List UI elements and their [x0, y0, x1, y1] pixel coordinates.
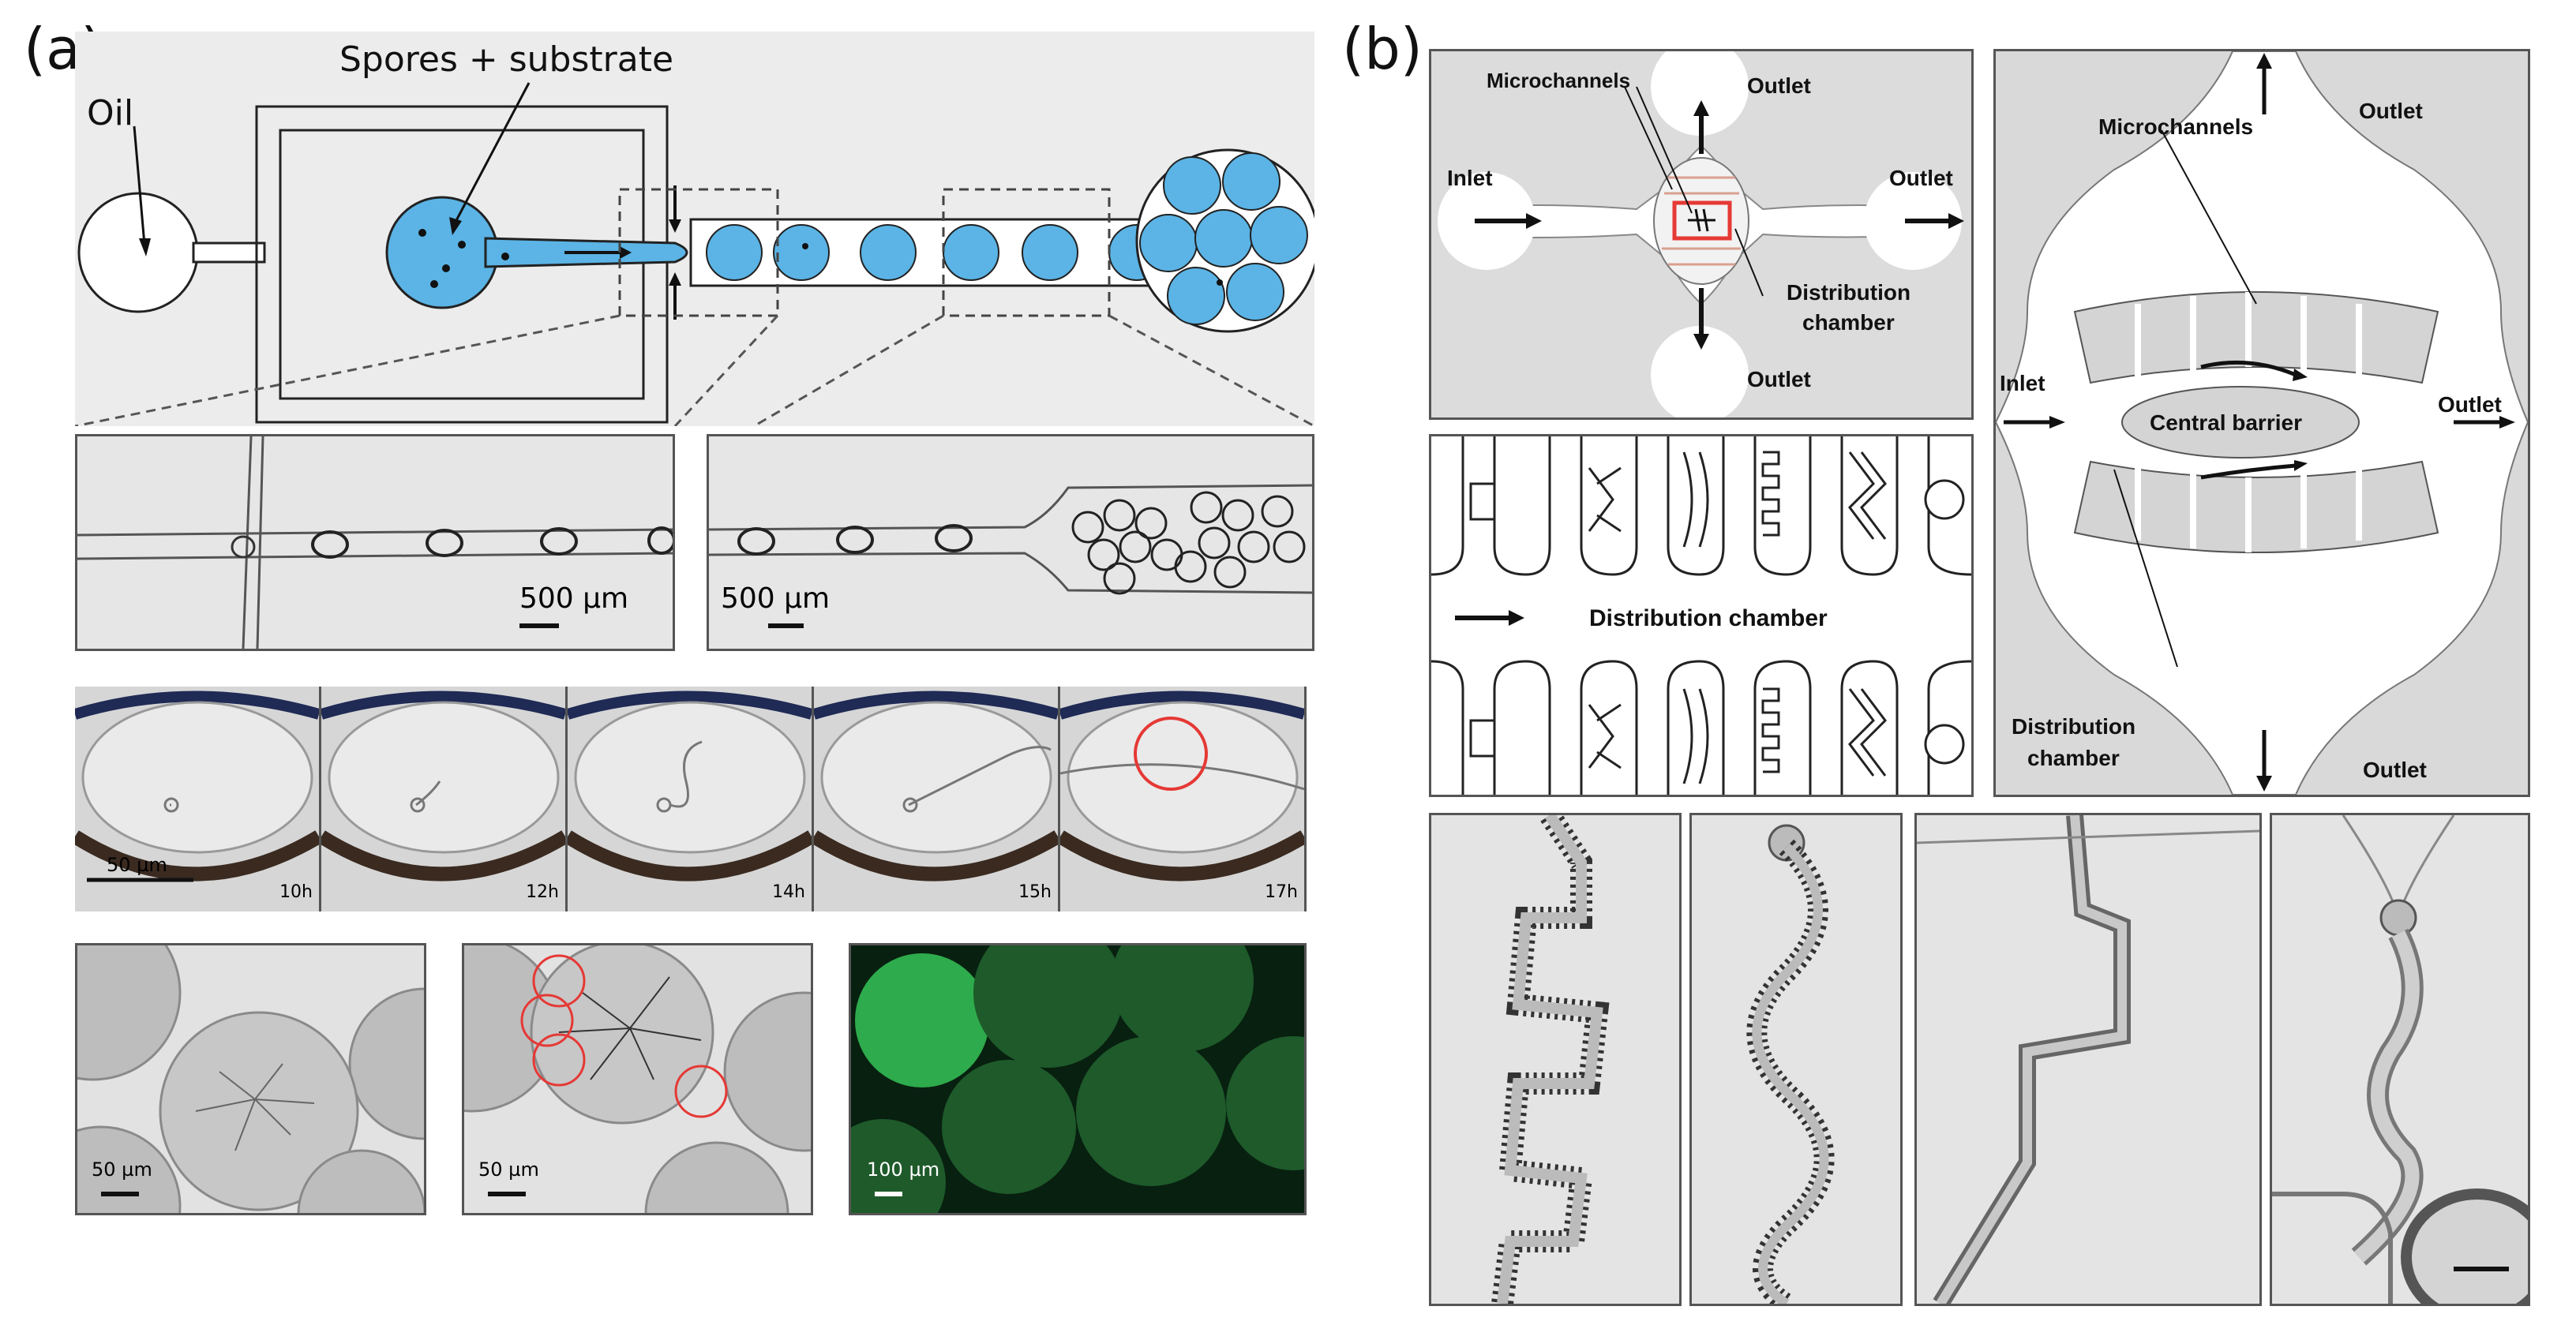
detail-microchannels-label: Microchannels	[2098, 114, 2254, 139]
bottom-micrograph-1-drawing	[5, 904, 501, 1286]
timelapse-time-label: 15h	[1018, 882, 1052, 902]
timelapse-frame-drawing	[317, 687, 569, 911]
b-micrograph-3	[1914, 813, 2262, 1308]
zoom-left-scale-label: 500 µm	[519, 582, 629, 615]
spores-substrate-label: Spores + substrate	[339, 39, 674, 80]
timelapse-frame-drawing	[71, 687, 323, 911]
detail-distribution-label-2: chamber	[2027, 746, 2120, 770]
timelapse-time-label: 14h	[772, 882, 805, 902]
chip-overview-drawing	[1438, 38, 1964, 424]
b-micrograph-1	[1429, 809, 1682, 1306]
panel-b-label: (b)	[1342, 16, 1423, 82]
timelapse-strip: 10h 12h 14h 15h 17h 50 µm	[71, 687, 1308, 911]
bottom-fluorescence-drawing	[819, 910, 1360, 1245]
channel-designs: Distribution chamber	[1429, 434, 1974, 797]
b-micrograph-3-drawing	[1916, 814, 2260, 1308]
timelapse-frame: 12h	[317, 687, 569, 911]
zoom-micrograph-junction: 500 µm	[0, 381, 676, 651]
timelapse-frame-drawing	[810, 687, 1062, 911]
detail-outlet-right-label: Outlet	[2438, 392, 2502, 417]
zoom-junction-drawing	[0, 381, 676, 649]
detail-inlet-label: Inlet	[2000, 371, 2045, 395]
b-micrograph-4-drawing	[2272, 814, 2554, 1326]
oil-label: Oil	[87, 93, 134, 133]
chip-detail-drawing	[1994, 51, 2529, 795]
timelapse-frame: 10h	[71, 687, 323, 911]
zoom-right-scale-label: 500 µm	[721, 582, 831, 615]
b-micrograph-2-drawing	[1692, 815, 1900, 1312]
b-micrograph-2	[1689, 813, 1903, 1312]
distribution-chamber-label: Distribution chamber	[1589, 605, 1828, 631]
bottom-micrograph-2: 50 µm	[384, 936, 884, 1286]
timelapse-time-label: 12h	[526, 882, 559, 902]
detail-outlet-top-label: Outlet	[2359, 99, 2423, 123]
b-micrograph-1-drawing	[1431, 809, 1679, 1305]
timelapse-frame: 15h	[810, 687, 1062, 911]
zoom-micrograph-collection: 500 µm	[630, 381, 1314, 651]
chip-detail: Microchannels Outlet Inlet Outlet Centra…	[1993, 49, 2530, 797]
detail-outlet-bottom-label: Outlet	[2363, 758, 2427, 782]
timelapse-frame-drawing	[564, 687, 816, 911]
timelapse-frame: 14h	[564, 687, 816, 911]
zoom-collection-drawing	[630, 381, 1313, 649]
timelapse-frame-drawing	[1056, 687, 1308, 911]
overview-outlet-top-label: Outlet	[1747, 73, 1811, 98]
timelapse-time-label: 10h	[279, 882, 313, 902]
overview-distribution-label-2: chamber	[1802, 310, 1895, 335]
overview-microchannels-label: Microchannels	[1487, 69, 1631, 92]
b-micrograph-4	[2270, 813, 2554, 1326]
bottom-2-scale-label: 50 µm	[478, 1158, 539, 1181]
bottom-3-scale-label: 100 µm	[867, 1158, 940, 1181]
detail-distribution-label-1: Distribution	[2012, 714, 2136, 739]
bottom-1-scale-label: 50 µm	[92, 1158, 152, 1181]
overview-outlet-right-label: Outlet	[1889, 166, 1953, 190]
bottom-fluorescence: 100 µm	[819, 910, 1360, 1245]
chip-overview: Microchannels Outlet Inlet Outlet Distri…	[1429, 38, 1974, 424]
chip-schematic: Oil Spores + substrate	[74, 32, 1320, 428]
timelapse-scale-label: 50 µm	[107, 854, 167, 876]
overview-outlet-bottom-label: Outlet	[1747, 367, 1811, 391]
channel-designs-drawing	[1430, 436, 1972, 795]
timelapse-time-label: 17h	[1265, 882, 1298, 902]
overview-distribution-label-1: Distribution	[1787, 280, 1911, 305]
bottom-micrograph-1: 50 µm	[5, 904, 501, 1286]
overview-inlet-label: Inlet	[1447, 166, 1493, 190]
chip-schematic-drawing	[74, 82, 1320, 428]
timelapse-frame: 17h	[1056, 687, 1308, 911]
central-barrier-label: Central barrier	[2150, 410, 2302, 435]
